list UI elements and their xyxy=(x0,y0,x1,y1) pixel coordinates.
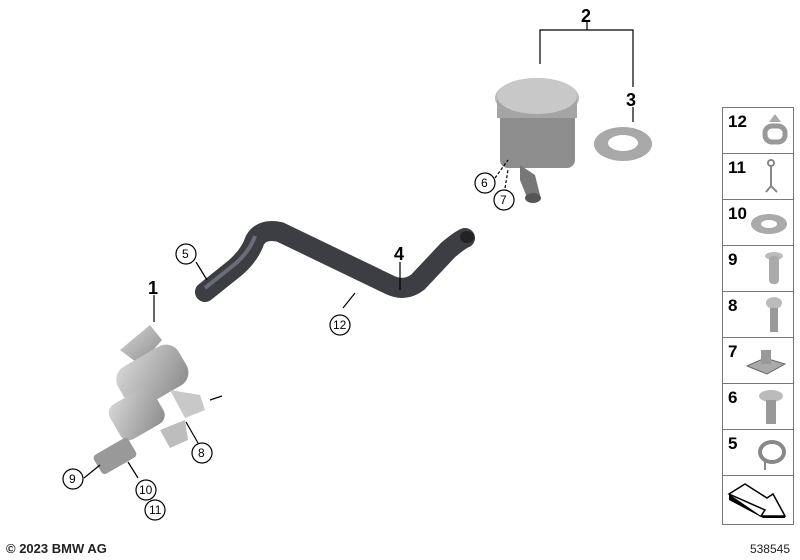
svg-text:11: 11 xyxy=(149,503,162,517)
svg-text:6: 6 xyxy=(481,176,488,190)
legend-item-5: 5 xyxy=(723,430,793,476)
legend-item-9: 9 xyxy=(723,246,793,292)
master-cylinder xyxy=(93,325,205,475)
callout-2: 2 xyxy=(581,6,591,26)
legend-number: 12 xyxy=(728,112,747,131)
svg-text:9: 9 xyxy=(69,472,76,486)
callout-11: 11 xyxy=(144,499,166,521)
callout-5: 5 xyxy=(175,243,197,265)
pin-icon xyxy=(765,252,783,284)
svg-text:5: 5 xyxy=(182,247,189,261)
svg-text:12: 12 xyxy=(333,318,347,332)
leader-lines xyxy=(83,22,634,479)
legend-number: 11 xyxy=(728,158,746,177)
washer-icon xyxy=(751,214,787,234)
arrow-icon xyxy=(727,483,787,518)
legend-item-8: 8 xyxy=(723,292,793,338)
hose xyxy=(195,221,475,302)
svg-text:7: 7 xyxy=(500,193,507,207)
legend-number: 9 xyxy=(728,250,738,269)
callout-1: 1 xyxy=(148,278,158,298)
callout-6: 6 xyxy=(474,172,496,194)
screw-icon xyxy=(759,390,783,424)
callout-10: 10 xyxy=(135,479,157,501)
cotter-pin-icon xyxy=(765,159,778,193)
screw-icon xyxy=(766,297,782,332)
clip-nut-icon xyxy=(745,350,787,375)
reservoir xyxy=(495,78,579,203)
washer xyxy=(594,127,652,161)
legend-number: 7 xyxy=(728,342,738,361)
callout-12: 12 xyxy=(329,314,351,336)
parts-legend: 12 11 10 9 8 7 6 5 xyxy=(722,107,794,525)
legend-item-12: 12 xyxy=(723,108,793,154)
image-number: 538545 xyxy=(749,542,790,556)
svg-text:8: 8 xyxy=(198,446,205,460)
svg-text:10: 10 xyxy=(139,483,153,497)
copyright: © 2023 BMW AG xyxy=(6,541,107,556)
legend-number: 8 xyxy=(728,296,738,315)
legend-item-7: 7 xyxy=(723,338,793,384)
callout-9: 9 xyxy=(62,468,84,490)
legend-item-6: 6 xyxy=(723,384,793,430)
callout-7: 7 xyxy=(493,189,515,211)
hose-clamp-icon xyxy=(758,440,786,470)
callout-8: 8 xyxy=(191,442,213,464)
callout-3: 3 xyxy=(626,90,636,110)
direction-arrow xyxy=(723,476,793,524)
legend-item-11: 11 xyxy=(723,154,793,200)
legend-number: 5 xyxy=(728,434,738,453)
callout-4: 4 xyxy=(394,244,404,264)
legend-item-10: 10 xyxy=(723,200,793,246)
legend-number: 10 xyxy=(728,204,747,223)
legend-number: 6 xyxy=(728,388,738,407)
clip-icon xyxy=(762,114,788,145)
